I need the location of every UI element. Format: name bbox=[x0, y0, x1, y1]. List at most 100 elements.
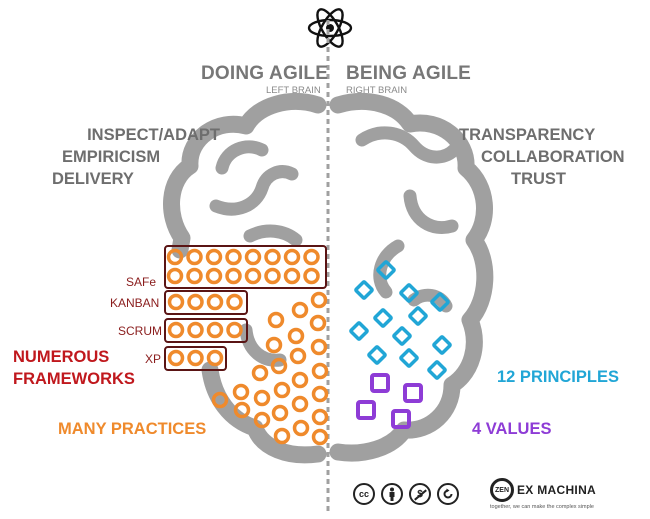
principle-diamond bbox=[349, 321, 369, 341]
logo-name: EX MACHINA bbox=[517, 483, 597, 497]
brain-fold bbox=[209, 165, 299, 216]
practice-circle bbox=[226, 293, 243, 311]
practice-circle bbox=[264, 248, 281, 266]
practice-circle bbox=[244, 248, 262, 266]
zen-logo-mark: ZEN bbox=[490, 478, 514, 502]
principle-diamond bbox=[373, 308, 393, 328]
practice-circle bbox=[283, 248, 301, 266]
practice-circle bbox=[253, 411, 271, 429]
practice-circle bbox=[166, 248, 184, 266]
framework-label-safe: SAFe bbox=[126, 275, 157, 289]
practice-circle bbox=[303, 267, 320, 285]
value-square bbox=[370, 373, 390, 393]
practice-circle bbox=[273, 381, 291, 399]
practice-circle bbox=[206, 293, 224, 311]
practice-circle bbox=[225, 248, 242, 266]
practices-group bbox=[166, 248, 329, 446]
principle-diamond bbox=[432, 335, 452, 355]
framework-label-scrum: SCRUM bbox=[118, 324, 162, 338]
practice-circle bbox=[206, 321, 224, 339]
concept-trust: TRUST bbox=[511, 170, 566, 188]
framework-label-xp: XP bbox=[145, 352, 162, 366]
practice-circle bbox=[226, 321, 243, 339]
framework-label-kanban: KANBAN bbox=[110, 296, 160, 310]
practice-circle bbox=[166, 267, 184, 285]
numerous-frameworks-label: NUMEROUS FRAMEWORKS bbox=[13, 346, 135, 390]
concept-empiricism: EMPIRICISM bbox=[62, 148, 161, 166]
practice-circle bbox=[267, 311, 285, 329]
license-icons: cc $ bbox=[353, 483, 459, 505]
brain-fold bbox=[355, 126, 461, 164]
share-alike-icon bbox=[443, 488, 453, 499]
practice-circle bbox=[291, 301, 309, 319]
framework-box-scrum bbox=[164, 318, 248, 343]
principle-diamond bbox=[399, 348, 419, 368]
logo-tagline: together, we can make the complex simple bbox=[490, 504, 594, 510]
practice-circle bbox=[206, 349, 224, 367]
zen-ex-machina-logo: ZEN EX MACHINA together, we can make the… bbox=[490, 478, 596, 510]
value-square bbox=[356, 400, 376, 420]
practice-circle bbox=[186, 267, 203, 285]
practice-circle bbox=[205, 267, 223, 285]
practice-circle bbox=[251, 364, 269, 382]
numerous-frameworks-line2: FRAMEWORKS bbox=[13, 370, 135, 388]
brain-fold bbox=[239, 323, 287, 367]
brain-fold bbox=[243, 224, 303, 247]
cc-icon: cc bbox=[353, 483, 375, 505]
practice-circle bbox=[167, 349, 185, 367]
practice-circle bbox=[271, 404, 289, 422]
practice-circle bbox=[289, 347, 307, 365]
practice-circle bbox=[310, 291, 328, 309]
many-practices-label: MANY PRACTICES bbox=[58, 420, 207, 438]
person-icon bbox=[389, 487, 395, 501]
brain-fold bbox=[215, 140, 269, 175]
practice-circle bbox=[287, 327, 305, 345]
concept-transparency: TRANSPARENCY bbox=[459, 126, 596, 144]
principle-diamond bbox=[408, 306, 428, 326]
practice-circle bbox=[232, 383, 250, 401]
practice-circle bbox=[211, 391, 229, 409]
practice-circle bbox=[265, 336, 283, 354]
left-concepts: INSPECT/ADAPT EMPIRICISM DELIVERY bbox=[52, 124, 220, 190]
practice-circle bbox=[310, 338, 328, 356]
practice-circle bbox=[233, 401, 251, 419]
practice-circle bbox=[187, 349, 204, 367]
practice-circle bbox=[253, 389, 271, 407]
value-square bbox=[403, 383, 423, 403]
practice-circle bbox=[167, 293, 185, 311]
practice-circle bbox=[264, 267, 281, 285]
left-brain-subtitle: LEFT BRAIN bbox=[266, 85, 321, 96]
practice-circle bbox=[309, 314, 327, 332]
practice-circle bbox=[311, 408, 329, 426]
practice-circle bbox=[270, 357, 288, 375]
practice-circle bbox=[311, 385, 329, 403]
practice-circle bbox=[292, 419, 310, 437]
values-group bbox=[356, 373, 423, 429]
principle-diamond bbox=[354, 280, 374, 300]
practice-circle bbox=[291, 371, 309, 389]
framework-box-xp bbox=[164, 346, 227, 371]
framework-box-kanban bbox=[164, 290, 248, 315]
principle-diamond bbox=[399, 283, 419, 303]
nc-icon: $ bbox=[409, 483, 431, 505]
practice-circle bbox=[187, 293, 204, 311]
concept-inspect-adapt: INSPECT/ADAPT bbox=[87, 126, 220, 144]
practice-circle bbox=[311, 362, 329, 380]
principle-diamond bbox=[376, 260, 396, 280]
practice-circle bbox=[311, 428, 329, 446]
principle-diamond bbox=[427, 360, 447, 380]
practice-circle bbox=[225, 267, 242, 285]
framework-box-safe bbox=[164, 245, 327, 289]
brain-fold bbox=[403, 189, 459, 234]
right-brain-subtitle: RIGHT BRAIN bbox=[346, 85, 408, 96]
right-concepts: TRANSPARENCY COLLABORATION TRUST bbox=[455, 124, 635, 190]
being-agile-title: BEING AGILE bbox=[346, 63, 472, 84]
concept-collaboration: COLLABORATION bbox=[481, 148, 625, 166]
principle-diamond bbox=[367, 345, 387, 365]
practice-circle bbox=[167, 321, 185, 339]
brain-fold bbox=[407, 288, 453, 313]
value-square bbox=[391, 409, 411, 429]
practice-circle bbox=[187, 321, 204, 339]
principles-group bbox=[349, 260, 452, 380]
